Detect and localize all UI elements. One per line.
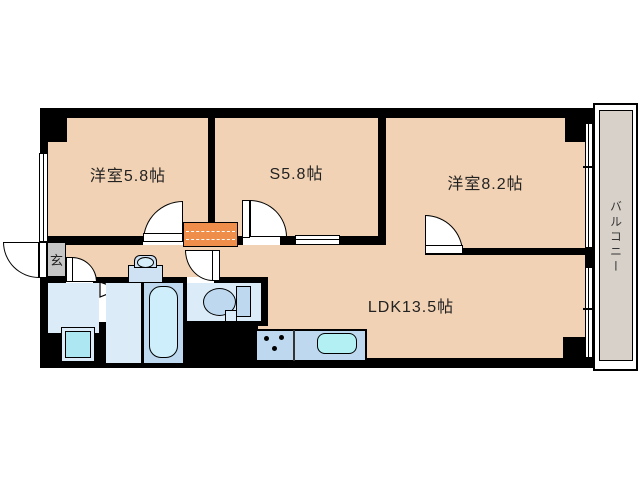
column-top-left xyxy=(48,118,67,142)
window-right-ldk xyxy=(585,267,593,358)
stove-burner-2 xyxy=(279,335,284,340)
bathtub xyxy=(149,286,178,358)
door-gap-toilet xyxy=(187,277,214,284)
stove-burner-3 xyxy=(272,346,277,351)
bathroom-floor xyxy=(106,283,141,363)
bath-folding-door-strip xyxy=(99,283,106,322)
kitchen-sink xyxy=(317,333,357,354)
balcony-label: バルコニー xyxy=(608,200,623,275)
service-door-leaf xyxy=(242,200,250,238)
bedroom1-label: 洋室5.8帖 xyxy=(89,168,167,185)
stove-burner-1 xyxy=(264,336,269,341)
wet-block-lower xyxy=(183,321,258,368)
entrance-door-arc xyxy=(3,242,39,278)
column-top-right xyxy=(565,118,585,142)
door-gap-service xyxy=(243,236,280,245)
balcony-slab xyxy=(599,110,633,361)
window-right-bedroom2 xyxy=(585,123,593,248)
genkan-label: 玄 xyxy=(49,253,63,268)
bathroom-divider xyxy=(141,283,144,363)
room-ldk-floor-east xyxy=(425,255,585,358)
bedroom1-door-leaf xyxy=(143,233,183,242)
column-bottom-right xyxy=(563,337,585,358)
toilet-door-leaf xyxy=(212,250,220,281)
kitchen-counter-divider xyxy=(293,330,295,361)
toilet-paper-holder xyxy=(225,310,237,322)
window-right-ldk-tick xyxy=(583,308,595,310)
window-right-ldk-mullion xyxy=(588,268,589,357)
washing-machine-pan-inner xyxy=(65,331,91,358)
window-left-mullion xyxy=(43,154,44,241)
room-bedroom2-floor xyxy=(386,118,585,248)
window-right-bedroom2-tick xyxy=(583,166,595,168)
storage-step-hatch-2 xyxy=(186,239,235,240)
storage-step-hatch-1 xyxy=(186,231,235,232)
washbasin-bowl xyxy=(137,257,154,268)
entrance-door-leaf xyxy=(39,242,47,278)
genkan-floor xyxy=(47,242,66,277)
washroom-door-leaf xyxy=(66,257,73,282)
window-right-bedroom2-mullion xyxy=(588,124,589,247)
window-service-wall xyxy=(295,235,340,245)
ldk-label: LDK13.5帖 xyxy=(367,299,455,316)
washroom-floor xyxy=(48,283,99,333)
window-service-mullion xyxy=(296,239,339,240)
service-room-label: S5.8帖 xyxy=(269,166,324,183)
bedroom2-door-leaf xyxy=(425,245,463,254)
toilet-tank xyxy=(236,286,251,317)
storage-step xyxy=(183,222,238,247)
bedroom2-label: 洋室8.2帖 xyxy=(447,176,524,193)
